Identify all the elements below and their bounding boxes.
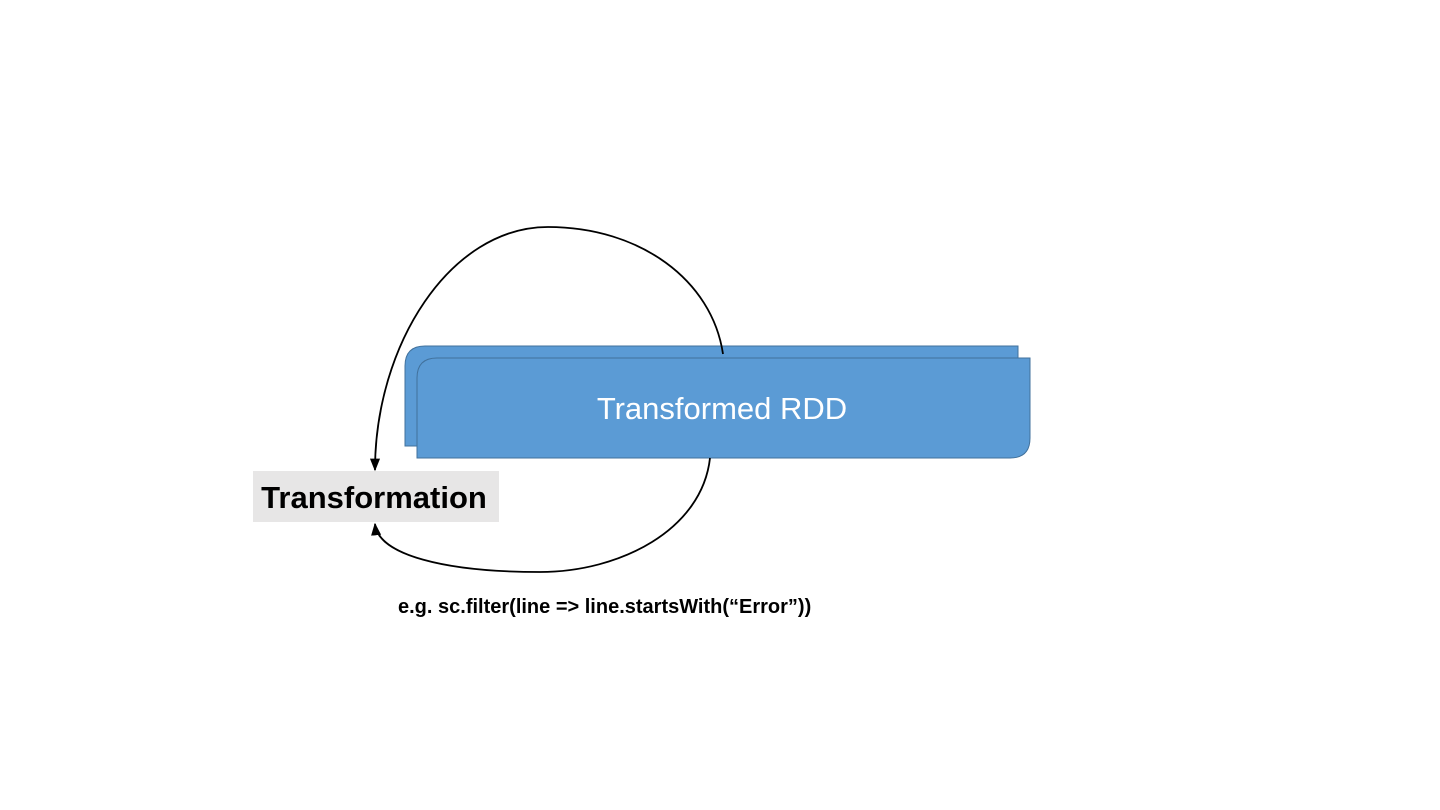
rdd-label: Transformed RDD <box>597 391 847 426</box>
transformation-label: Transformation <box>261 480 487 515</box>
rdd-shape-front <box>416 357 1031 459</box>
transformation-label-background <box>253 471 499 522</box>
arrow-transformation-to-rdd <box>371 457 711 573</box>
arrow-rdd-to-transformation <box>369 226 724 472</box>
example-code-text: e.g. sc.filter(line => line.startsWith(“… <box>398 596 811 618</box>
